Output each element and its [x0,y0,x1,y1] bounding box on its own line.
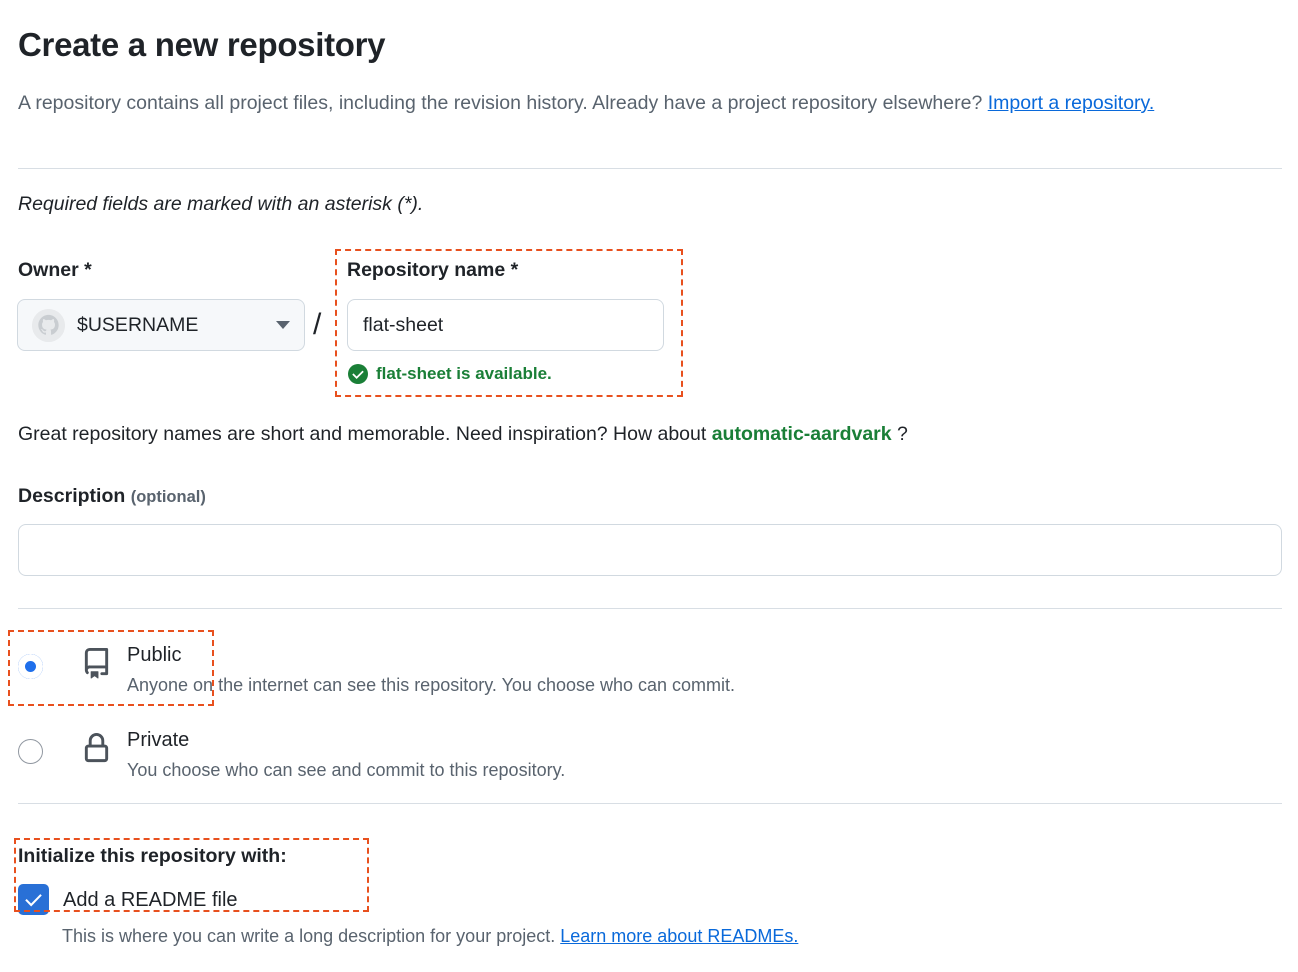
import-a-repository-link[interactable]: Import a repository. [987,92,1155,114]
owner-name-value: $USERNAME [77,313,199,336]
intro-paragraph: A repository contains all project files,… [18,84,1248,122]
check-circle-icon [348,364,368,384]
chevron-down-icon [276,321,290,329]
initialize-section-title: Initialize this repository with: [18,845,287,867]
checkbox-add-readme[interactable] [18,884,49,915]
radio-private[interactable] [18,739,43,764]
suggestion-prefix: Great repository names are short and mem… [18,423,712,445]
visibility-public-title: Public [127,644,182,666]
repository-name-input[interactable] [347,299,664,351]
repo-book-icon [79,648,113,679]
github-octocat-avatar-icon [32,308,65,342]
page-title: Create a new repository [18,26,386,63]
owner-select[interactable]: $USERNAME [17,299,305,351]
visibility-option-private[interactable]: Private You choose who can see and commi… [18,725,565,785]
add-readme-label: Add a README file [63,888,238,911]
divider-bottom [18,803,1282,804]
repository-name-label: Repository name * [347,259,519,281]
visibility-private-title: Private [127,729,190,751]
visibility-private-text: Private You choose who can see and commi… [127,725,565,785]
divider-middle [18,608,1282,609]
visibility-private-description: You choose who can see and commit to thi… [127,760,566,780]
add-readme-row[interactable]: Add a README file [18,884,238,915]
owner-repo-separator: / [313,308,322,341]
learn-more-about-readmes-link[interactable]: Learn more about READMEs. [560,926,799,946]
repository-availability-status: flat-sheet is available. [348,364,552,384]
owner-label: Owner * [18,259,92,281]
description-optional-tag: (optional) [130,488,206,506]
required-fields-note: Required fields are marked with an aster… [18,193,424,215]
description-label: Description (optional) [18,483,206,510]
suggested-repository-name[interactable]: automatic-aardvark [711,423,892,445]
add-readme-description-text: This is where you can write a long descr… [62,926,561,946]
divider-top [18,168,1282,169]
checkmark-icon [25,894,42,907]
visibility-public-text: Public Anyone on the internet can see th… [127,640,735,700]
description-input[interactable] [18,524,1282,576]
repository-name-suggestion: Great repository names are short and mem… [18,420,908,448]
radio-public[interactable] [18,654,43,679]
add-readme-description: This is where you can write a long descr… [62,922,798,950]
intro-text: A repository contains all project files,… [18,92,988,114]
description-label-text: Description [18,485,126,507]
repository-availability-text: flat-sheet is available. [376,364,552,383]
lock-icon [79,733,113,764]
visibility-public-description: Anyone on the internet can see this repo… [127,675,736,695]
suggestion-suffix: ? [891,423,908,445]
visibility-option-public[interactable]: Public Anyone on the internet can see th… [18,640,735,700]
